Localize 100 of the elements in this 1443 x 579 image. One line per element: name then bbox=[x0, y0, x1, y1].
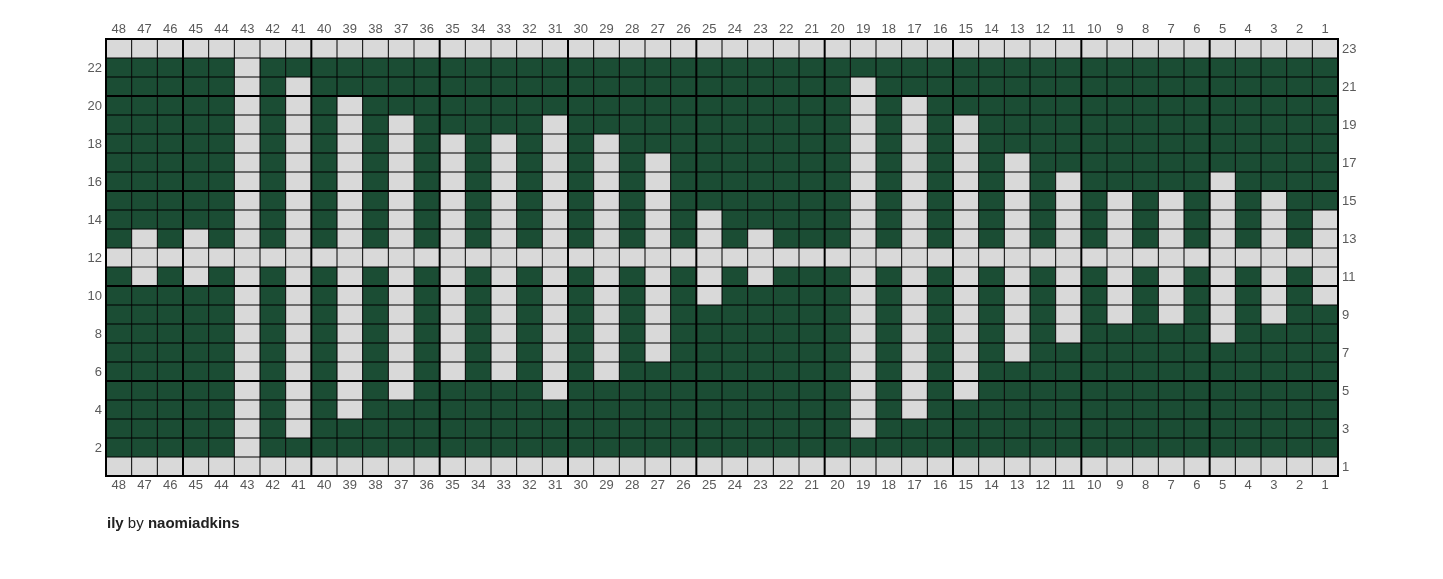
column-number: 48 bbox=[111, 21, 127, 37]
column-number: 37 bbox=[393, 21, 409, 37]
column-number: 41 bbox=[291, 21, 306, 37]
column-number: 8 bbox=[1141, 21, 1150, 37]
column-number: 46 bbox=[162, 21, 178, 37]
column-number: 20 bbox=[830, 477, 845, 493]
column-number: 22 bbox=[778, 21, 794, 37]
column-number: 5 bbox=[1218, 21, 1227, 37]
column-number: 37 bbox=[393, 477, 409, 493]
column-number: 45 bbox=[188, 477, 204, 493]
column-number: 8 bbox=[1141, 477, 1150, 493]
column-number: 45 bbox=[188, 21, 204, 37]
column-number: 23 bbox=[753, 477, 768, 493]
column-number: 47 bbox=[137, 21, 152, 37]
column-number: 29 bbox=[599, 21, 614, 37]
column-number: 21 bbox=[804, 21, 820, 37]
column-number: 9 bbox=[1116, 21, 1124, 37]
column-number: 38 bbox=[368, 477, 383, 493]
column-number: 18 bbox=[881, 21, 897, 37]
row-number: 11 bbox=[1342, 268, 1356, 285]
column-number: 26 bbox=[676, 477, 691, 493]
row-number: 14 bbox=[87, 211, 102, 228]
column-number: 24 bbox=[727, 21, 743, 37]
column-number: 35 bbox=[445, 21, 460, 37]
column-number: 12 bbox=[1035, 477, 1051, 493]
row-number: 3 bbox=[1342, 420, 1350, 437]
column-number: 22 bbox=[778, 477, 794, 493]
column-number: 40 bbox=[316, 477, 332, 493]
column-number: 48 bbox=[111, 477, 127, 493]
column-number: 20 bbox=[830, 21, 845, 37]
column-number: 13 bbox=[1009, 21, 1025, 37]
row-number: 23 bbox=[1342, 40, 1357, 57]
row-number: 9 bbox=[1342, 306, 1350, 323]
row-number: 1 bbox=[1342, 458, 1350, 475]
column-number: 11 bbox=[1061, 477, 1076, 493]
column-number: 38 bbox=[368, 21, 383, 37]
column-number: 10 bbox=[1086, 21, 1102, 37]
column-number: 17 bbox=[907, 477, 922, 493]
row-number: 2 bbox=[94, 439, 102, 456]
column-number: 14 bbox=[984, 21, 999, 37]
column-number: 33 bbox=[496, 21, 512, 37]
row-number: 8 bbox=[94, 325, 102, 342]
column-number: 31 bbox=[547, 477, 563, 493]
column-number: 34 bbox=[470, 477, 486, 493]
column-number: 7 bbox=[1167, 21, 1175, 37]
column-number: 42 bbox=[265, 21, 281, 37]
column-number: 5 bbox=[1218, 477, 1227, 493]
row-number: 19 bbox=[1342, 116, 1357, 133]
column-number: 26 bbox=[676, 21, 691, 37]
column-number: 4 bbox=[1244, 477, 1252, 493]
row-number: 6 bbox=[94, 363, 102, 380]
column-number: 10 bbox=[1086, 477, 1102, 493]
column-number: 33 bbox=[496, 477, 512, 493]
column-number: 23 bbox=[753, 21, 768, 37]
column-number: 7 bbox=[1167, 477, 1175, 493]
column-number: 3 bbox=[1270, 477, 1278, 493]
column-number: 13 bbox=[1009, 477, 1025, 493]
column-number: 12 bbox=[1035, 21, 1051, 37]
column-number: 39 bbox=[342, 477, 358, 493]
column-number: 43 bbox=[239, 477, 255, 493]
row-number: 5 bbox=[1342, 382, 1350, 399]
column-number: 41 bbox=[291, 477, 306, 493]
column-number: 28 bbox=[624, 21, 640, 37]
column-number: 35 bbox=[445, 477, 460, 493]
column-number: 27 bbox=[650, 21, 666, 37]
column-number: 29 bbox=[599, 477, 614, 493]
column-number: 40 bbox=[316, 21, 332, 37]
column-number: 30 bbox=[573, 21, 589, 37]
row-number: 12 bbox=[87, 249, 102, 266]
column-number: 43 bbox=[239, 21, 255, 37]
column-number: 6 bbox=[1193, 477, 1201, 493]
column-number: 9 bbox=[1116, 477, 1124, 493]
column-number: 28 bbox=[624, 477, 640, 493]
column-number: 19 bbox=[855, 477, 871, 493]
row-number: 10 bbox=[87, 287, 102, 304]
column-number: 1 bbox=[1321, 477, 1329, 493]
row-number: 4 bbox=[94, 401, 102, 418]
row-number: 18 bbox=[87, 135, 102, 152]
column-number: 30 bbox=[573, 477, 589, 493]
column-number: 36 bbox=[419, 477, 435, 493]
column-number: 44 bbox=[214, 477, 229, 493]
chart-caption: ily by naomiadkins bbox=[107, 513, 240, 533]
column-number: 31 bbox=[547, 21, 563, 37]
column-number: 15 bbox=[958, 21, 974, 37]
column-number: 25 bbox=[701, 477, 717, 493]
column-number: 16 bbox=[932, 477, 948, 493]
column-number: 17 bbox=[907, 21, 922, 37]
row-number: 20 bbox=[87, 97, 102, 114]
column-number: 42 bbox=[265, 477, 281, 493]
column-number: 1 bbox=[1321, 21, 1329, 37]
row-number: 17 bbox=[1342, 154, 1357, 171]
column-number: 46 bbox=[162, 477, 178, 493]
row-number: 13 bbox=[1342, 230, 1357, 247]
column-number: 24 bbox=[727, 477, 743, 493]
column-number: 16 bbox=[932, 21, 948, 37]
column-number: 27 bbox=[650, 477, 666, 493]
row-number: 7 bbox=[1342, 344, 1350, 361]
column-number: 14 bbox=[984, 477, 999, 493]
column-number: 25 bbox=[701, 21, 717, 37]
column-number: 32 bbox=[522, 21, 537, 37]
